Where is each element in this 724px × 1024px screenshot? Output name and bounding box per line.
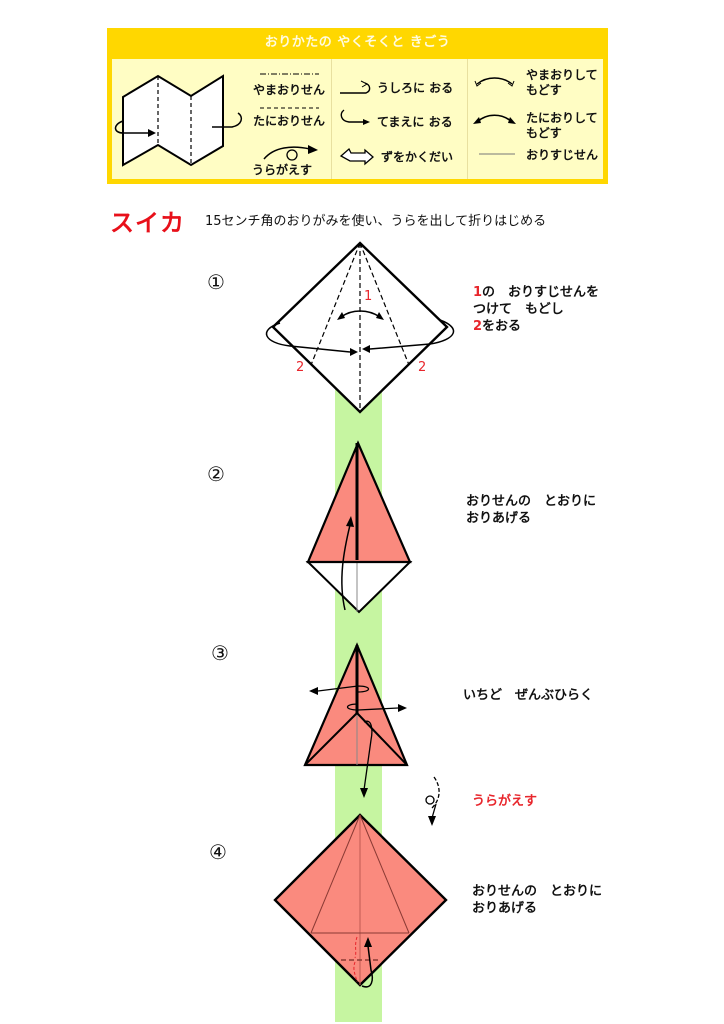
step-1-marker-1: 1 [364, 289, 373, 304]
legend-label-mountain-return-2: もどす [526, 83, 562, 97]
turn-over-label: うらがえす [472, 794, 538, 809]
step-1-instruction-line-3: 2をおる [473, 319, 522, 334]
step-3-number: ③ [211, 641, 229, 665]
legend-column-1 [112, 59, 332, 179]
step-4-instruction-line-2: おりあげる [472, 901, 538, 916]
step-4-number: ④ [209, 840, 227, 864]
legend-fold-arrows-icon [339, 80, 374, 166]
step-1-ref-2: 2 [473, 319, 483, 334]
step-2-instruction-line-1: おりせんの とおりに [466, 494, 597, 509]
legend-label-fold-front: てまえに おる [377, 115, 453, 129]
step-1-number: ① [207, 270, 225, 294]
step-4-instruction-line-1: おりせんの とおりに [472, 884, 603, 899]
legend-label-mountain-return-1: やまおりして [526, 68, 598, 82]
legend-label-valley-return-1: たにおりして [526, 111, 598, 125]
zigzag-paper-icon [114, 73, 319, 167]
legend-return-arrows-icon [473, 77, 516, 155]
legend-body: やまおりせん たにおりせん うらがえす うしろに おる てまえに おる ずをかく… [112, 59, 603, 179]
page-subtitle: 15センチ角のおりがみを使い、うらを出して折りはじめる [205, 214, 547, 229]
step-1-instruction-line-2: つけて もどし [473, 302, 564, 317]
step-1-marker-2-right: 2 [418, 360, 427, 375]
step-1-ref-1: 1 [473, 285, 483, 300]
legend-label-crease-line: おりすじせん [526, 148, 599, 162]
step-2-instruction-line-2: おりあげる [466, 511, 532, 526]
legend-label-turn-over: うらがえす [252, 163, 313, 177]
step-1-marker-2-left: 2 [296, 360, 305, 375]
legend-box: おりかたの やくそくと きごう やまおりせん たにおりせん うらがえす [107, 28, 608, 184]
legend-label-enlarge: ずをかくだい [381, 150, 454, 164]
legend-label-valley-fold: たにおりせん [253, 114, 326, 128]
legend-label-fold-behind: うしろに おる [377, 81, 454, 95]
legend-column-2 [331, 59, 468, 179]
legend-label-mountain-fold: やまおりせん [253, 83, 326, 97]
legend-label-valley-return-2: もどす [526, 126, 562, 140]
legend-title: おりかたの やくそくと きごう [264, 35, 451, 50]
step-3-instruction: いちど ぜんぶひらく [463, 688, 594, 703]
step-2-number: ② [207, 462, 225, 486]
page-title: スイカ [110, 209, 185, 237]
step-1-instruction-line-1: 1の おりすじせんを [473, 285, 600, 300]
